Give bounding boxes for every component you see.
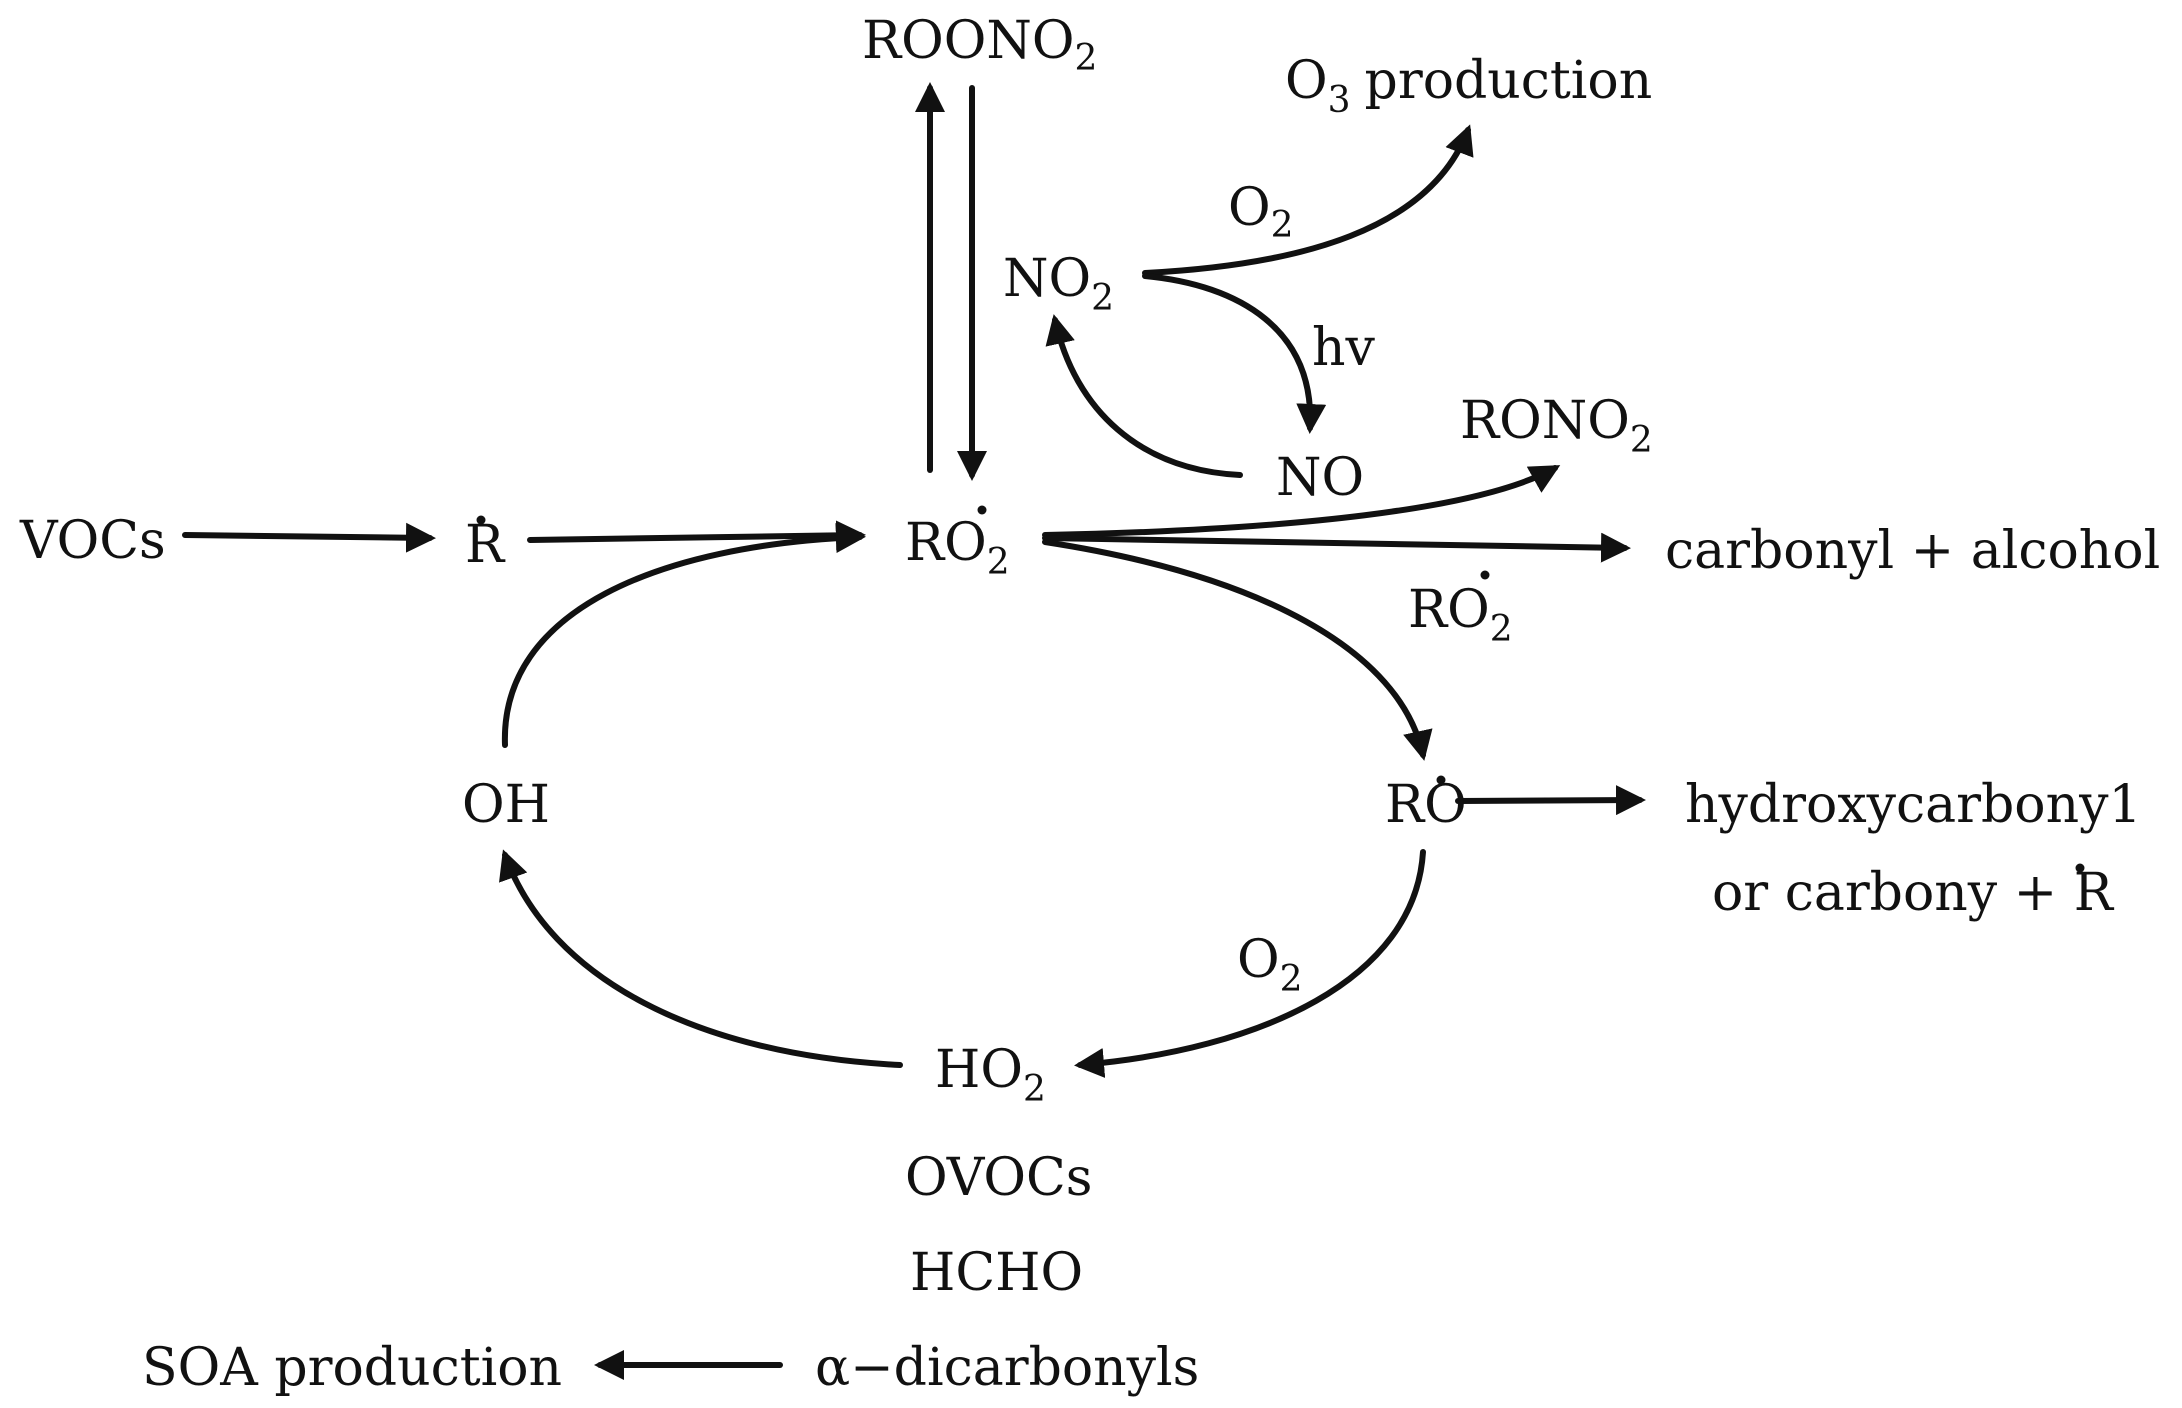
svg-text:RO: RO [1385, 775, 1467, 835]
label-ro2-main: RO2 [905, 505, 1010, 583]
label-rono2: RONO2 [1460, 391, 1653, 461]
svg-text:RO2: RO2 [1408, 580, 1513, 650]
arrow-no2-to-no [1142, 273, 1327, 434]
arrow-ro-to-ho2 [1074, 849, 1426, 1078]
arrow-ho2-to-oh [499, 849, 903, 1068]
label-hcho: HCHO [910, 1243, 1083, 1303]
radical-dot [476, 515, 486, 525]
radical-dot [1436, 775, 1446, 785]
label-vocs: VOCs [19, 511, 166, 571]
arrow-ro2-to-carbonyl-alcohol [1042, 532, 1631, 563]
svg-text:or carbony + R: or carbony + R [1712, 863, 2115, 923]
label-oh: OH [462, 775, 550, 835]
label-hv: hv [1312, 318, 1375, 378]
radical-dot [977, 505, 987, 515]
arrow-ro2-to-rono2 [1042, 465, 1561, 538]
arrow-no2-to-o3 [1142, 124, 1474, 276]
label-roono2: ROONO2 [862, 11, 1097, 79]
arrow-vocs-to-r [182, 522, 436, 553]
arrow-r-to-ro2 [527, 520, 866, 551]
label-dicarbonyls: α−dicarbonyls [815, 1338, 1199, 1398]
label-no: NO [1276, 448, 1364, 508]
arrow-no-to-no2 [1045, 314, 1243, 478]
arrow-ro2-to-ro [1042, 539, 1433, 761]
label-r-radical: R [465, 515, 506, 575]
arrow-oh-to-ro2 [501, 522, 866, 748]
label-ovocs: OVOCs [905, 1148, 1092, 1208]
label-soa-production: SOA production [142, 1338, 562, 1398]
label-o2-upper: O2 [1228, 178, 1294, 246]
label-carbonyl-alcohol: carbonyl + alcohol [1665, 521, 2160, 581]
label-or-carbony: or carbony + R [1712, 863, 2115, 923]
label-ro2-side: RO2 [1408, 570, 1513, 650]
arrow-ro-to-hydroxycarbonyl [1455, 785, 1646, 816]
label-ho2: HO2 [935, 1040, 1046, 1110]
label-o2-lower: O2 [1237, 930, 1303, 1000]
radical-dot [2075, 863, 2085, 873]
label-hydroxycarbonyl: hydroxycarbony1 [1685, 775, 2142, 835]
label-no2: NO2 [1003, 249, 1114, 319]
svg-text:RO2: RO2 [905, 513, 1010, 583]
radical-dot [1480, 570, 1490, 580]
label-ro-radical: RO [1385, 775, 1467, 835]
svg-text:R: R [465, 515, 506, 575]
